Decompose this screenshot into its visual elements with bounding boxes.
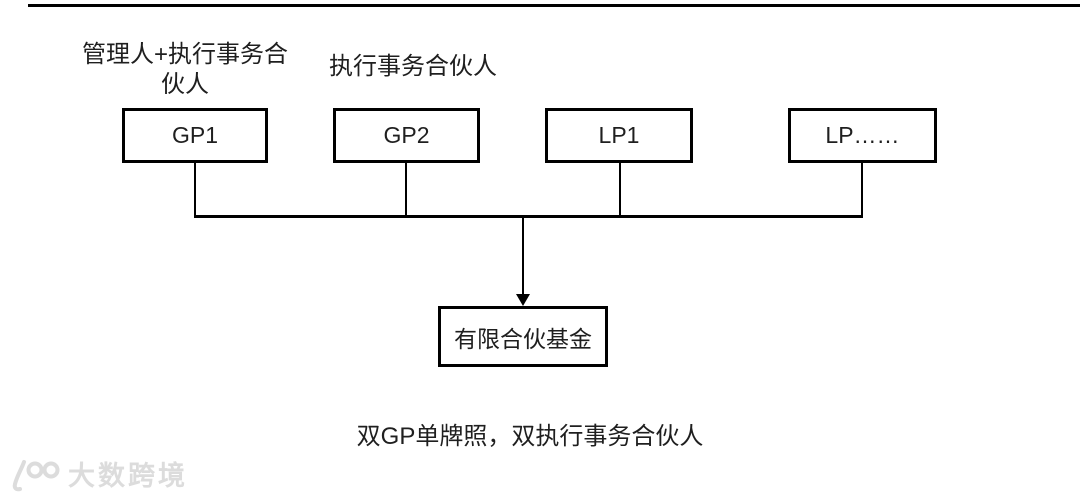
node-fund-label: 有限合伙基金 [454, 325, 592, 352]
connector-stub-gp2 [405, 161, 407, 217]
node-gp1: GP1 [122, 108, 268, 163]
arrow-down-icon [516, 294, 530, 306]
diagram-caption: 双GP单牌照，双执行事务合伙人 [356, 423, 704, 450]
node-fund: 有限合伙基金 [438, 306, 608, 367]
node-gp2-label: GP2 [383, 122, 430, 148]
connector-stub-gp1 [194, 161, 196, 217]
node-lp-more: LP…… [788, 108, 937, 163]
node-lp-more-label: LP…… [825, 122, 900, 148]
watermark: 大数跨境 [10, 456, 188, 496]
top-border-rule [28, 4, 1080, 7]
connector-stub-lp1 [619, 161, 621, 217]
connector-arrow-stem [522, 215, 524, 296]
brand-100-logo-icon [12, 460, 60, 492]
connector-stub-lp-more [861, 161, 863, 217]
node-gp1-label: GP1 [171, 122, 219, 148]
connector-horizontal-bus [194, 215, 863, 218]
node-lp1-label: LP1 [598, 122, 640, 148]
node-gp2: GP2 [333, 108, 480, 163]
label-manager-executive-partner: 管理人+执行事务合伙人 [81, 41, 288, 98]
node-lp1: LP1 [545, 108, 693, 163]
watermark-brand-text: 大数跨境 [68, 461, 188, 491]
label-executive-partner: 执行事务合伙人 [329, 53, 497, 80]
